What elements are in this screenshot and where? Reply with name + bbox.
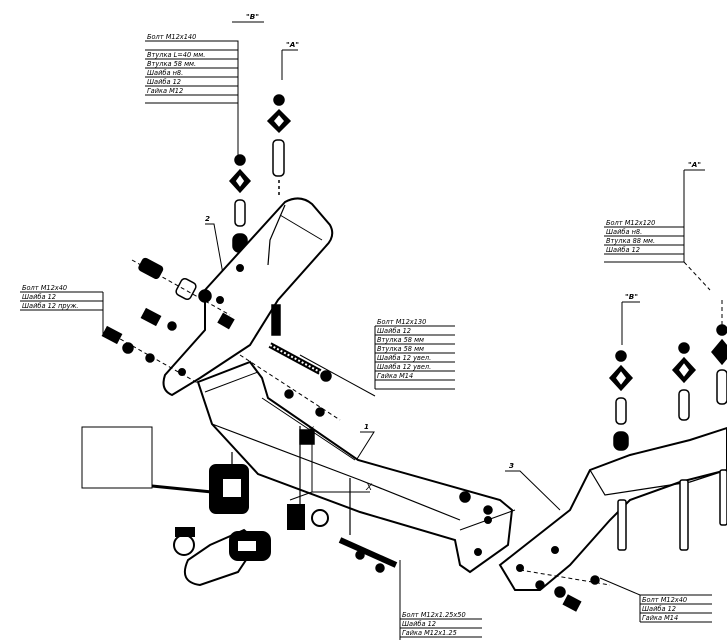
fastener-stack-edge: [711, 300, 727, 405]
table-top-b-row-5: Гайка М12: [147, 87, 183, 95]
table-top-b-row-1: Втулка L=40 мм.: [147, 51, 205, 59]
table-top-b-row-4: Шайба 12: [147, 78, 181, 86]
bottom-bolt: [338, 537, 398, 573]
fastener-stack-a-top: [266, 94, 292, 195]
marker-b-right: "B": [625, 292, 638, 301]
table-right-a-row-2: Втулка 88 мм.: [606, 237, 655, 245]
fastener-stack-a-right: [671, 342, 697, 421]
table-top-b-row-0: Болт М12х140: [147, 33, 196, 41]
table-mid-row-1: Шайба 12: [377, 327, 411, 335]
callout-table-bottom: [399, 560, 482, 640]
axis-y-label: Y: [308, 426, 315, 436]
callout-table-right-a: [604, 226, 711, 291]
tow-ball-hitch: [173, 464, 329, 587]
right-bracket: [498, 426, 727, 591]
table-mid-row-2: Втулка 58 мм: [377, 336, 424, 344]
bottom-right-fasteners: [519, 569, 611, 612]
middle-bolt: [239, 342, 341, 421]
fastener-stack-b-top: [228, 154, 252, 253]
table-right-a-row-1: Шайба н8.: [606, 228, 642, 236]
marker-a-right: "A": [688, 160, 701, 169]
left-bracket: [162, 197, 334, 397]
table-mid-row-0: Болт М12х130: [377, 318, 426, 326]
callout-table-right-bottom: [599, 577, 712, 623]
table-top-b-row-3: Шайба н8.: [147, 69, 183, 77]
table-mid-row-5: Шайба 12 увел.: [377, 363, 431, 371]
table-right-bottom-row-2: Гайка М14: [642, 614, 678, 622]
part-number-3: 3: [509, 461, 514, 470]
table-top-b-row-2: Втулка 58 мм.: [147, 60, 196, 68]
left-fasteners: [101, 257, 281, 391]
table-right-a-row-3: Шайба 12: [606, 246, 640, 254]
callout-table-left: [20, 291, 104, 336]
axis-x-label: X: [365, 483, 373, 493]
table-left-row-0: Болт М12х40: [22, 284, 67, 292]
table-mid-row-6: Гайка М14: [377, 372, 413, 380]
table-left-row-1: Шайба 12: [22, 293, 56, 301]
table-bottom-row-2: Гайка М12х1.25: [402, 629, 457, 637]
table-right-bottom-row-0: Болт М12х40: [642, 596, 687, 604]
callout-table-mid: [299, 325, 455, 397]
callout-table-top-b: [145, 40, 239, 160]
main-crossbeam: [196, 360, 516, 574]
blank-label-box: [81, 426, 213, 494]
table-right-a-row-0: Болт М12х120: [606, 219, 655, 227]
table-mid-row-4: Шайба 12 увел.: [377, 354, 431, 362]
marker-a-top: "A": [286, 40, 299, 49]
fastener-stack-b-right: [608, 350, 634, 451]
table-left-row-2: Шайба 12 пруж.: [22, 302, 79, 310]
table-bottom-row-0: Болт М12х1.25х50: [402, 611, 466, 619]
part-number-2: 2: [205, 214, 210, 223]
marker-b-top: "B": [246, 12, 259, 21]
part-number-1: 1: [364, 422, 369, 431]
right-bracket-bolts: [617, 469, 727, 551]
table-mid-row-3: Втулка 58 мм: [377, 345, 424, 353]
table-bottom-row-1: Шайба 12: [402, 620, 436, 628]
table-right-bottom-row-1: Шайба 12: [642, 605, 676, 613]
beam-details: [289, 428, 493, 515]
